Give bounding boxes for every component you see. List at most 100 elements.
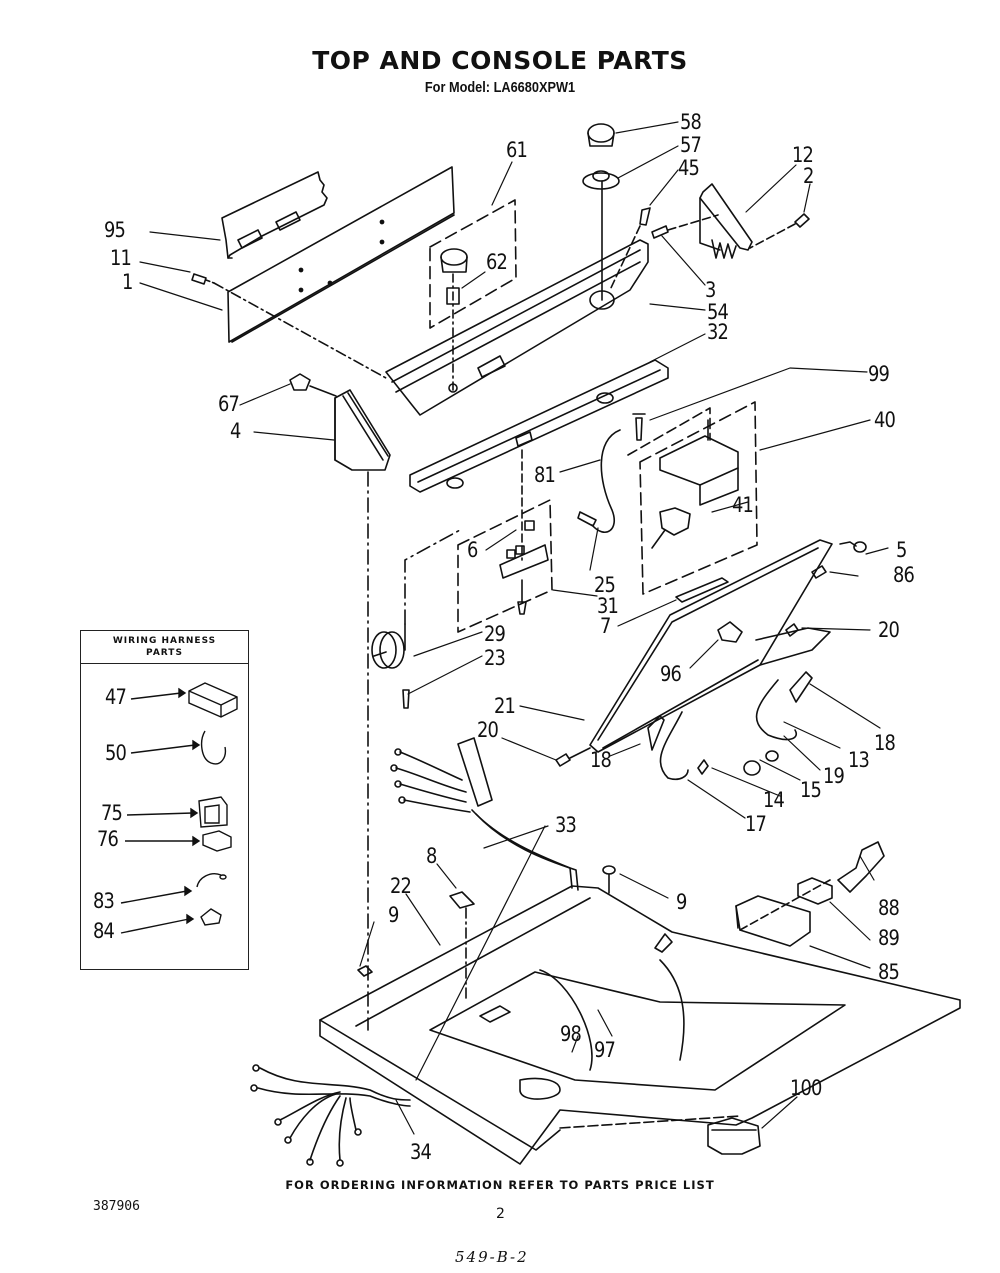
harness-callout-83: 83 [93,889,115,913]
callout-33: 33 [555,813,577,837]
part-88-actuator [837,841,885,893]
callout-85: 85 [878,960,900,984]
callout-61: 61 [506,138,528,162]
part-20-screw-left [555,747,591,767]
callout-88: 88 [878,896,900,920]
callout-7: 7 [600,614,611,638]
callout-32: 32 [707,320,729,344]
part-40-motor-bracket [627,401,758,595]
callout-45: 45 [678,156,700,180]
alignment-line-right [739,879,831,931]
callout-98: 98 [560,1022,582,1046]
harness-callout-50: 50 [105,741,127,765]
callout-34: 34 [410,1140,432,1164]
part-76-terminal-connector [202,830,232,852]
model-subtitle: For Model: LA6680XPW1 [424,79,576,96]
part-96-lid-bumper [717,621,743,643]
callout-31: 31 [597,594,619,618]
part-89-lid-switch [797,877,833,905]
part-5-bumper [839,541,867,553]
part-21-lid [589,539,833,753]
callout-62: 62 [486,250,508,274]
part-4-end-cap [334,389,391,471]
callout-11: 11 [110,246,132,270]
ordering-note: FOR ORDERING INFORMATION REFER TO PARTS … [285,1178,715,1192]
harness-box-divider [81,663,248,664]
callout-15: 15 [800,778,822,802]
part-18-lid-switch-actuator-right [789,671,813,703]
part-22-washer-top [319,885,961,1165]
callout-1: 1 [122,270,133,294]
harness-parts-drawings [120,682,238,934]
part-7-lid-window [675,577,729,603]
part-18-lid-switch-actuator-left [647,715,665,751]
callout-14: 14 [763,788,785,812]
harness-box-title: WIRING HARNESS PARTS [112,636,217,658]
callout-25: 25 [594,573,616,597]
part-50-wire-hook [200,730,227,765]
callout-leader-lines [139,121,889,1135]
callout-81: 81 [534,463,556,487]
part-81-wire [591,429,621,533]
callout-19: 19 [823,764,845,788]
callout-29: 29 [484,622,506,646]
callout-18-right: 18 [874,731,896,755]
callout-41: 41 [732,493,754,517]
part-33-main-harness [390,737,579,891]
callout-23: 23 [484,646,506,670]
harness-callout-47: 47 [105,685,127,709]
callout-21: 21 [494,694,516,718]
handwritten-note: 549-B-2 [455,1248,529,1266]
part-12-end-cap [699,183,753,259]
part-19-grommet [765,750,779,762]
callout-18-left: 18 [590,748,612,772]
callout-17: 17 [745,812,767,836]
callout-6: 6 [467,538,478,562]
part-45-screw [609,207,651,291]
part-15-cap [743,760,761,776]
callout-20-right: 20 [878,618,900,642]
part-34-harness [250,1064,411,1167]
part-58-knob [587,123,615,147]
part-11-screw [191,273,387,379]
callout-96: 96 [660,662,682,686]
part-95-rear-bracket [221,171,328,259]
part-47-connector-block [188,682,238,718]
part-13-harness-right [755,679,797,741]
part-9-clip-right [602,865,616,894]
callout-3: 3 [705,278,716,302]
callout-57: 57 [680,133,702,157]
part-3-screw [651,214,719,239]
callout-5: 5 [896,538,907,562]
page-title: TOP AND CONSOLE PARTS [312,46,688,75]
callout-58: 58 [680,110,702,134]
harness-callout-76: 76 [97,827,119,851]
part-84-wire-clamp [200,908,222,926]
part-99-screw [632,413,646,441]
part-100-fabric-softener-cup [559,1115,761,1155]
document-number: 387906 [93,1199,140,1214]
part-86-screw [811,565,827,579]
part-41-sensor [651,507,691,549]
part-57-knob-skirt [582,170,620,190]
part-67-clip [289,373,337,397]
callout-8: 8 [426,844,437,868]
callout-20-left: 20 [477,718,499,742]
callout-13: 13 [848,748,870,772]
callout-2: 2 [803,164,814,188]
part-31-switch-assembly [457,449,553,633]
part-9-clip-left [357,965,373,977]
callout-9-left: 9 [388,903,399,927]
callout-4: 4 [230,419,241,443]
part-14-grommet [697,759,709,775]
callout-67: 67 [218,392,240,416]
callout-95: 95 [104,218,126,242]
part-75-connector-housing [198,796,228,828]
callout-9-right: 9 [676,890,687,914]
callout-22: 22 [390,874,412,898]
part-20-screw-right [785,623,799,637]
callout-86: 86 [893,563,915,587]
wiring-harness-parts-box: WIRING HARNESS PARTS 47 50 75 76 83 84 [80,630,249,970]
harness-callout-75: 75 [101,801,123,825]
